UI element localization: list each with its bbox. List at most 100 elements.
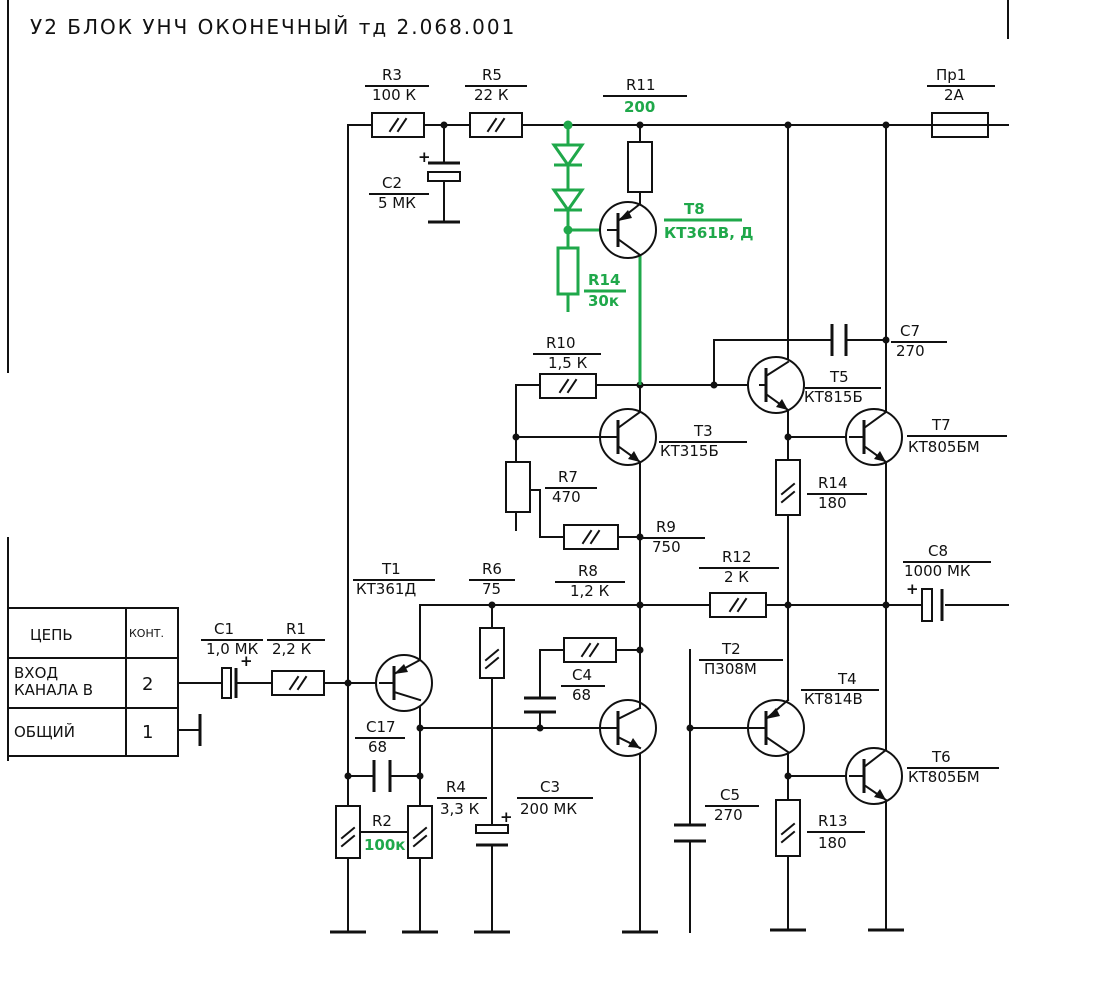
transistor-t8 (599, 191, 657, 259)
t1-type: КТ361Д (356, 580, 416, 598)
c7-ref: C7 (900, 322, 920, 340)
resistor-r1 (271, 670, 325, 696)
capacitor-c4 (524, 696, 556, 714)
table-row-common-label: ОБЩИЙ (14, 722, 75, 741)
c5-ref: C5 (720, 786, 740, 804)
r6-ref: R6 (482, 560, 502, 578)
c7-value: 270 (896, 342, 925, 360)
resistor-r13 (775, 799, 801, 857)
t2-type: П308М (704, 660, 757, 678)
t2-ref: T2 (721, 640, 741, 658)
t6-ref: T6 (931, 748, 951, 766)
transistor-t3 (599, 384, 657, 466)
c1-value: 1,0 МК (206, 640, 259, 658)
r3-ref: R3 (382, 66, 402, 84)
r4-value: 3,3 К (440, 800, 480, 818)
r9-ref: R9 (656, 518, 676, 536)
r11-ref: R11 (626, 76, 656, 94)
r7-ref: R7 (558, 468, 578, 486)
resistor-r4 (407, 805, 433, 859)
c17-ref: C17 (366, 718, 396, 736)
capacitor-c7 (830, 324, 848, 356)
resistor-r10 (539, 373, 597, 399)
capacitor-c17 (372, 760, 392, 792)
transistor-t2 (599, 649, 657, 757)
r14-lower-value: 180 (818, 494, 847, 512)
c5-value: 270 (714, 806, 743, 824)
c8-ref: C8 (928, 542, 948, 560)
component-labels: R3 100 К R5 22 К R11 200 Пр1 2А C2 5 МК … (201, 66, 1007, 854)
resistor-r14-lower (775, 459, 801, 516)
r4-ref: R4 (446, 778, 466, 796)
r6-value: 75 (482, 580, 501, 598)
t7-ref: T7 (931, 416, 951, 434)
c8-value: 1000 МК (904, 562, 971, 580)
resistor-r12 (709, 592, 767, 618)
resistor-r11 (627, 141, 653, 193)
r5-value: 22 К (474, 86, 509, 104)
t3-ref: T3 (693, 422, 713, 440)
t4-type: КТ814В (804, 690, 863, 708)
t7-type: КТ805БМ (908, 438, 980, 456)
r11-value: 200 (624, 98, 655, 116)
r14-upper-value: 30к (588, 292, 619, 310)
r2-ref: R2 (372, 812, 392, 830)
resistor-r8 (563, 637, 617, 663)
c2-polarity: + (418, 148, 431, 166)
resistor-r3 (371, 112, 425, 138)
r12-ref: R12 (722, 548, 752, 566)
t3-type: КТ315Б (660, 442, 719, 460)
table-row-input-pin: 2 (142, 674, 153, 695)
transistor-t6 (845, 747, 903, 805)
c3-polarity: + (500, 808, 513, 826)
pr1-ref: Пр1 (936, 66, 966, 84)
c8-polarity: + (906, 580, 919, 598)
t8-ref: T8 (684, 200, 705, 218)
c17-value: 68 (368, 738, 387, 756)
c4-value: 68 (572, 686, 591, 704)
c1-ref: C1 (214, 620, 234, 638)
t1-ref: T1 (381, 560, 401, 578)
c4-ref: C4 (572, 666, 592, 684)
capacitor-c8: + (906, 580, 944, 622)
t5-type: КТ815Б (804, 388, 863, 406)
capacitor-c1: + (221, 652, 253, 699)
c2-value: 5 МК (378, 194, 416, 212)
transistor-t4 (747, 698, 805, 757)
capacitor-c5 (674, 823, 706, 843)
table-header-pin: КОНТ. (129, 627, 164, 640)
pr1-value: 2А (944, 86, 965, 104)
r10-ref: R10 (546, 334, 576, 352)
c3-value: 200 МК (520, 800, 577, 818)
transistor-t1 (375, 654, 433, 712)
c3-ref: C3 (540, 778, 560, 796)
resistor-r6 (479, 627, 505, 679)
resistor-r7 (505, 461, 531, 513)
r2-value: 100к (364, 836, 406, 854)
table-header-circuit: ЦЕПЬ (30, 626, 73, 644)
r14-upper-ref: R14 (588, 271, 620, 289)
c1-polarity: + (240, 652, 253, 670)
r13-value: 180 (818, 834, 847, 852)
capacitor-c2: + (418, 148, 461, 182)
transistor-t7 (845, 408, 903, 466)
r12-value: 2 К (724, 568, 749, 586)
table-row-common-pin: 1 (142, 722, 153, 743)
capacitor-c3: + (475, 808, 513, 847)
connector-table: ЦЕПЬ КОНТ. ВХОД КАНАЛА В 2 ОБЩИЙ 1 (7, 607, 179, 757)
sheet-title: У2 БЛОК УНЧ ОКОНЕЧНЫЙ тд 2.068.001 (30, 15, 516, 39)
resistor-r5 (469, 112, 523, 138)
r7-value: 470 (552, 488, 581, 506)
r1-value: 2,2 К (272, 640, 312, 658)
t6-type: КТ805БМ (908, 768, 980, 786)
resistor-r9 (563, 524, 619, 550)
resistor-r2 (335, 805, 361, 859)
r10-value: 1,5 К (548, 354, 588, 372)
r14-lower-ref: R14 (818, 474, 848, 492)
r3-value: 100 К (372, 86, 416, 104)
t4-ref: T4 (837, 670, 857, 688)
r1-ref: R1 (286, 620, 306, 638)
modification-current-source (551, 120, 642, 385)
transistor-t5 (747, 356, 805, 414)
